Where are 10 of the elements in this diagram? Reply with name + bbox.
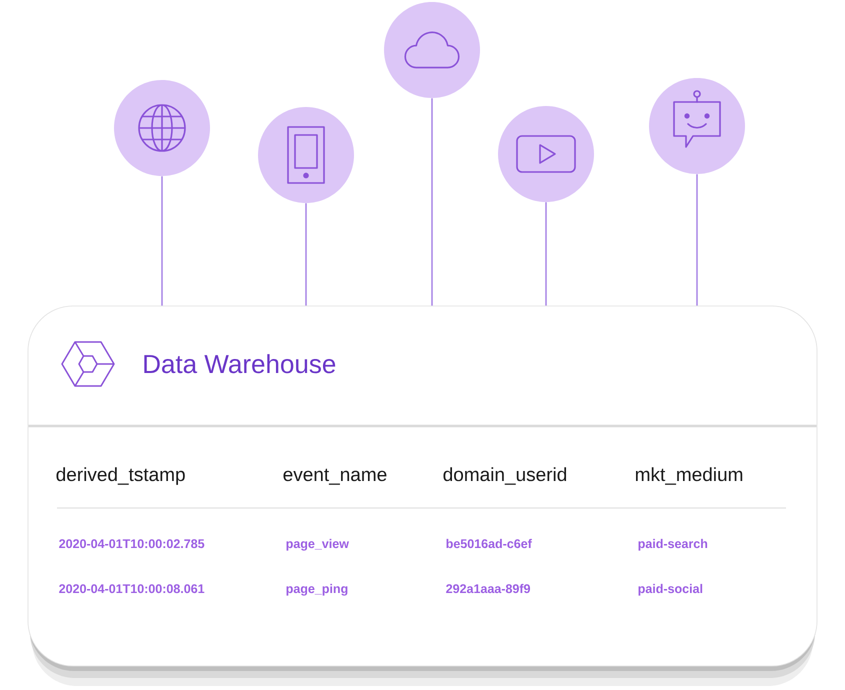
connector-line	[161, 176, 163, 306]
icon-circle	[114, 80, 210, 176]
connector-line	[696, 174, 698, 306]
connector-line	[431, 98, 433, 306]
icon-circle	[384, 2, 480, 98]
connector-line	[305, 203, 307, 306]
icon-circle	[498, 106, 594, 202]
connector-line	[545, 202, 547, 306]
icon-circle	[258, 107, 354, 203]
icon-circle	[649, 78, 745, 174]
